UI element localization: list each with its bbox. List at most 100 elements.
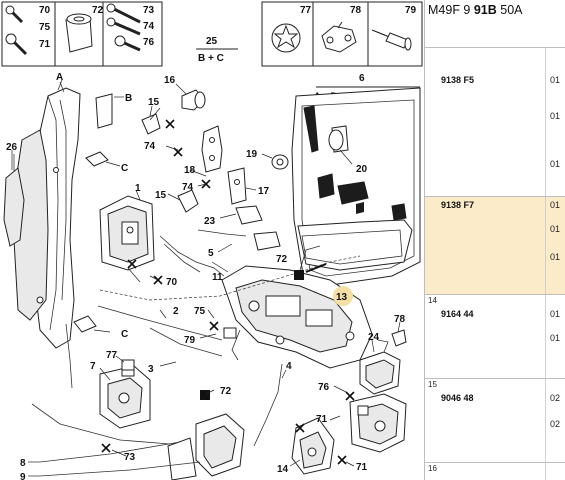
quantity: 01 (550, 224, 561, 234)
quantity: 02 (550, 393, 561, 403)
callout-15-upper: 15 (148, 97, 160, 108)
washer-77 (121, 359, 135, 371)
bracket-17 (227, 167, 257, 205)
pillar-trim-a (13, 81, 81, 349)
hinge-lower-bottom (167, 413, 245, 480)
callout-71-lower: 71 (356, 462, 368, 473)
rivet-79-icon (371, 29, 412, 51)
callout-18: 18 (184, 165, 196, 176)
part-reference[interactable]: 9164 44 (441, 309, 474, 319)
striker-16 (175, 83, 206, 111)
exploded-parts-diagram: 70 75 71 72 73 74 76 77 78 79 (0, 0, 424, 480)
fasteners-inset-box: 70 75 71 72 73 74 76 (1, 1, 163, 67)
callout-75: 75 (194, 306, 206, 317)
callout-labels: A B C C 26 1 2 3 4 5 7 8 9 11 13 14 15 1… (6, 72, 406, 480)
lock-barrel-20 (328, 129, 353, 165)
row-index: 14 (428, 296, 437, 305)
header-suffix: 50A (496, 3, 523, 17)
part-reference[interactable]: 9138 F5 (441, 75, 475, 85)
callout-78: 78 (394, 314, 406, 325)
nut-72-icon (65, 13, 93, 53)
callout-73: 73 (124, 452, 136, 463)
bushing-19 (261, 153, 289, 170)
callout-3: 3 (148, 364, 154, 375)
callout-15-lower: 15 (155, 190, 167, 201)
screw-76-icon (114, 35, 141, 52)
screw-71-icon (5, 33, 28, 56)
callout-17: 17 (258, 186, 270, 197)
hinge-7 (99, 365, 151, 429)
quantity: 01 (550, 200, 561, 210)
callout-b: B (125, 93, 132, 104)
label-72: 72 (92, 5, 104, 16)
quantity: 01 (550, 159, 561, 169)
header-bold: 91B (473, 3, 497, 17)
callout-76: 76 (318, 382, 330, 393)
rod-left (65, 323, 73, 389)
quantity: 01 (550, 75, 561, 85)
callout-23: 23 (204, 216, 216, 227)
label-78: 78 (350, 5, 362, 16)
table-row[interactable]: 16 (425, 462, 565, 480)
callout-70: 70 (166, 277, 178, 288)
callout-72-upper: 72 (276, 254, 288, 265)
callout-a: A (56, 72, 63, 83)
part-reference[interactable]: 9138 F7 (441, 200, 475, 210)
pad-72-upper (294, 270, 304, 280)
callout-74-upper: 74 (144, 141, 156, 152)
callout-c-upper: C (121, 163, 128, 174)
hinge-plate-74-18 (201, 125, 223, 173)
callout-4: 4 (286, 361, 292, 372)
callout-c-lower: C (121, 329, 128, 340)
table-row[interactable]: 9138 F5 01 01 01 (425, 47, 565, 196)
cables-5-11 (159, 229, 247, 277)
table-row[interactable]: 15 9046 48 02 02 (425, 378, 565, 462)
callout-13: 13 (336, 292, 348, 303)
label-79: 79 (405, 5, 417, 16)
label-73: 73 (143, 5, 155, 16)
callout-26: 26 (6, 142, 18, 153)
control-unit-1 (99, 189, 155, 283)
washer-75 (223, 327, 237, 339)
dashed-cable (99, 255, 361, 301)
quantity: 01 (550, 333, 561, 343)
bracket-b (95, 93, 124, 129)
callout-2: 2 (173, 306, 179, 317)
rods-8-9 (31, 403, 201, 477)
callout-79: 79 (184, 335, 196, 346)
callout-1: 1 (135, 183, 141, 194)
callout-74-lower: 74 (182, 182, 194, 193)
rods-2-3-4 (97, 305, 283, 447)
clip-c-lower (73, 315, 111, 333)
callout-20: 20 (356, 164, 368, 175)
bumper-15-lower (177, 189, 199, 213)
lower-latch-14 (291, 393, 407, 475)
table-row-selected[interactable]: 9138 F7 01 01 01 (425, 196, 565, 294)
callout-19: 19 (246, 149, 258, 160)
quantity: 01 (550, 111, 561, 121)
row-index: 16 (428, 464, 437, 473)
group-25-sub: B + C (198, 53, 224, 64)
callout-11: 11 (212, 272, 223, 283)
part-reference[interactable]: 9046 48 (441, 393, 474, 403)
quantity: 01 (550, 252, 561, 262)
label-71: 71 (39, 39, 51, 50)
bumper-15-upper (141, 105, 161, 135)
diagram-drawing: 70 75 71 72 73 74 76 77 78 79 (1, 1, 423, 480)
label-70: 70 (39, 5, 51, 16)
label-76: 76 (143, 37, 155, 48)
clips-inset-box: 77 78 79 (261, 1, 423, 67)
panel-header: M49F 9 91B 50A (425, 0, 565, 20)
table-row[interactable]: 14 9164 44 01 01 (425, 294, 565, 378)
leader-lines (11, 79, 401, 477)
callout-5: 5 (208, 248, 214, 259)
callout-72-lower: 72 (220, 386, 232, 397)
callout-77: 77 (106, 350, 118, 361)
side-panel-26 (3, 154, 25, 247)
callout-16: 16 (164, 75, 176, 86)
screw-73-icon (106, 3, 141, 24)
label-74: 74 (143, 21, 155, 32)
parts-list-panel: M49F 9 91B 50A 9138 F5 01 01 01 9138 F7 … (424, 0, 565, 480)
clip-78-icon (321, 21, 357, 53)
callout-7: 7 (90, 361, 96, 372)
